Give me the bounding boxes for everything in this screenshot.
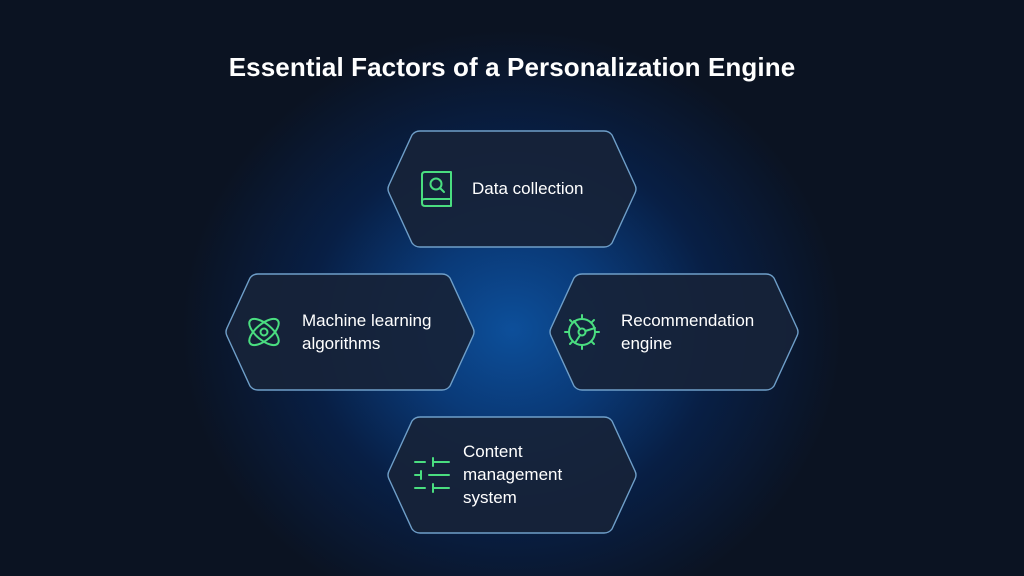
factor-label: Recommendation engine bbox=[621, 311, 755, 353]
factor-label: Data collection bbox=[472, 179, 584, 198]
factor-label: Machine learning algorithms bbox=[302, 311, 432, 353]
hexagon-frame bbox=[387, 130, 637, 248]
sliders-icon bbox=[414, 457, 450, 493]
atom-icon bbox=[248, 317, 280, 347]
factor-data-collection: Data collection bbox=[386, 130, 638, 248]
hexagon-frame bbox=[387, 416, 637, 534]
factor-label: Content management system bbox=[463, 442, 563, 507]
hexagon-frame bbox=[225, 273, 475, 391]
book-search-icon bbox=[421, 171, 452, 207]
page-title: Essential Factors of a Personalization E… bbox=[228, 52, 796, 82]
factor-recommendation-engine: Recommendation engine bbox=[548, 273, 800, 391]
hexagon-frame bbox=[549, 273, 799, 391]
factor-machine-learning: Machine learning algorithms bbox=[224, 273, 476, 391]
gear-settings-icon bbox=[564, 314, 600, 350]
factor-content-management: Content management system bbox=[386, 416, 638, 534]
